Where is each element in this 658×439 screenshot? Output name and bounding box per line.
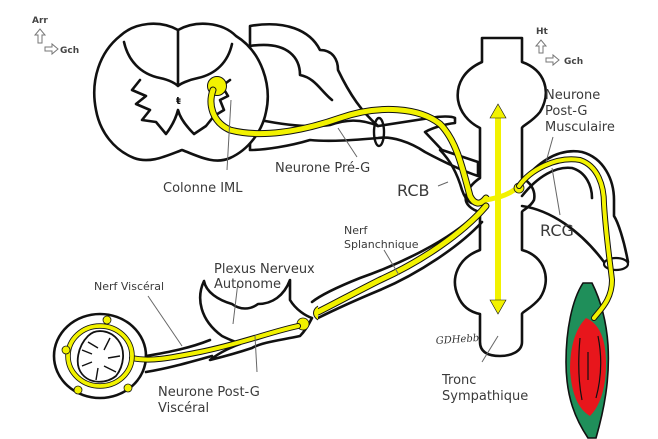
label-plexus-line2: Autonome	[214, 277, 281, 292]
label-post-g-musc-line1: Neurone	[545, 88, 600, 103]
label-nerf-visceral: Nerf Viscéral	[94, 280, 164, 293]
varicosity	[61, 345, 71, 355]
leader-nerf-splanchnique	[383, 249, 400, 276]
label-neurone-pre-g: Neurone Pré-G	[275, 161, 370, 176]
arrow-up-icon	[534, 39, 548, 54]
label-colonne-iml: Colonne IML	[163, 181, 243, 196]
visceral-plexus-ring	[66, 324, 134, 388]
spinal-nerve-roots	[248, 22, 480, 178]
leader-lines	[147, 99, 561, 373]
dorsal-root-inner	[248, 43, 334, 102]
leader-tronc	[481, 335, 499, 363]
ascending-arrow-icon	[489, 103, 507, 119]
grey-ramus-inner	[520, 166, 594, 200]
arrow-right-icon	[44, 42, 59, 56]
grey-ramus-outer	[520, 149, 630, 264]
varicosity	[73, 385, 83, 395]
splanchnic-nerve-inner	[316, 220, 484, 320]
label-tronc-line2: Sympathique	[442, 389, 528, 404]
descending-arrow-icon	[489, 299, 507, 315]
label-post-g-musc-line2: Post-G	[545, 104, 587, 119]
synapse-terminal	[313, 305, 319, 321]
orientation-up-label: Arr	[32, 16, 48, 26]
label-plexus-line1: Plexus Nerveux	[214, 262, 315, 277]
label-rcb: RCB	[397, 181, 429, 200]
labels: Colonne IML Neurone Pré-G RCB RCG Neuron…	[94, 88, 615, 416]
grey-matter-dorsal-horns	[122, 40, 234, 88]
visceral-nerve-lower	[144, 354, 214, 374]
neuron-pathways	[61, 76, 615, 395]
grey-ramus-lower	[520, 204, 606, 264]
leader-post-g-visc	[254, 335, 258, 373]
leader-rcg	[551, 167, 561, 216]
leader-colonne-iml	[226, 99, 232, 171]
leader-post-g-musc	[545, 136, 554, 163]
varicosity	[123, 383, 133, 393]
label-nerf-splanchnique-line2: Splanchnique	[344, 238, 419, 251]
label-post-g-visc-line2: Viscéral	[158, 401, 209, 416]
post-g-musc-axon	[517, 157, 614, 320]
arrow-right-icon	[545, 53, 560, 67]
spinal-nerve-ring	[372, 116, 386, 148]
orientation-right-label: Gch	[564, 57, 583, 67]
skeletal-muscle	[565, 282, 610, 439]
synapse-branch	[483, 187, 517, 203]
spinal-cord-outline	[92, 22, 269, 162]
orientation-right-label: Gch	[60, 46, 79, 56]
label-rcg: RCG	[540, 221, 574, 240]
grey-ramus	[520, 149, 630, 272]
splanchnic-nerve-outer	[310, 212, 478, 304]
artist-signature: GDHebb	[435, 333, 479, 347]
spinal-cord: ŧ	[92, 22, 269, 162]
arrow-up-icon	[33, 28, 47, 44]
post-g-visc-axon	[130, 324, 300, 362]
label-post-g-visc-line1: Neurone Post-G	[158, 385, 260, 400]
central-canal: ŧ	[176, 96, 181, 107]
orientation-indicator-right: Ht Gch	[534, 27, 583, 67]
leader-nerf-visceral	[147, 295, 183, 347]
leader-neurone-pre-g	[337, 127, 358, 158]
varicosity	[102, 315, 112, 325]
orientation-indicator-left: Arr Gch	[32, 16, 79, 56]
label-nerf-splanchnique-line1: Nerf	[344, 224, 369, 237]
visceral-nerve-upper	[144, 338, 212, 358]
splanchnic-axon	[315, 203, 489, 315]
leader-rcb	[437, 181, 449, 187]
orientation-up-label: Ht	[536, 27, 549, 37]
pre-g-axon	[208, 87, 489, 206]
viscus-lumen	[76, 330, 124, 383]
label-post-g-musc-line3: Musculaire	[545, 120, 615, 135]
grey-matter-ventral-horns	[130, 78, 232, 136]
label-tronc-line1: Tronc	[441, 373, 476, 388]
muscle-fibers	[578, 335, 602, 401]
leader-plexus	[232, 281, 239, 325]
